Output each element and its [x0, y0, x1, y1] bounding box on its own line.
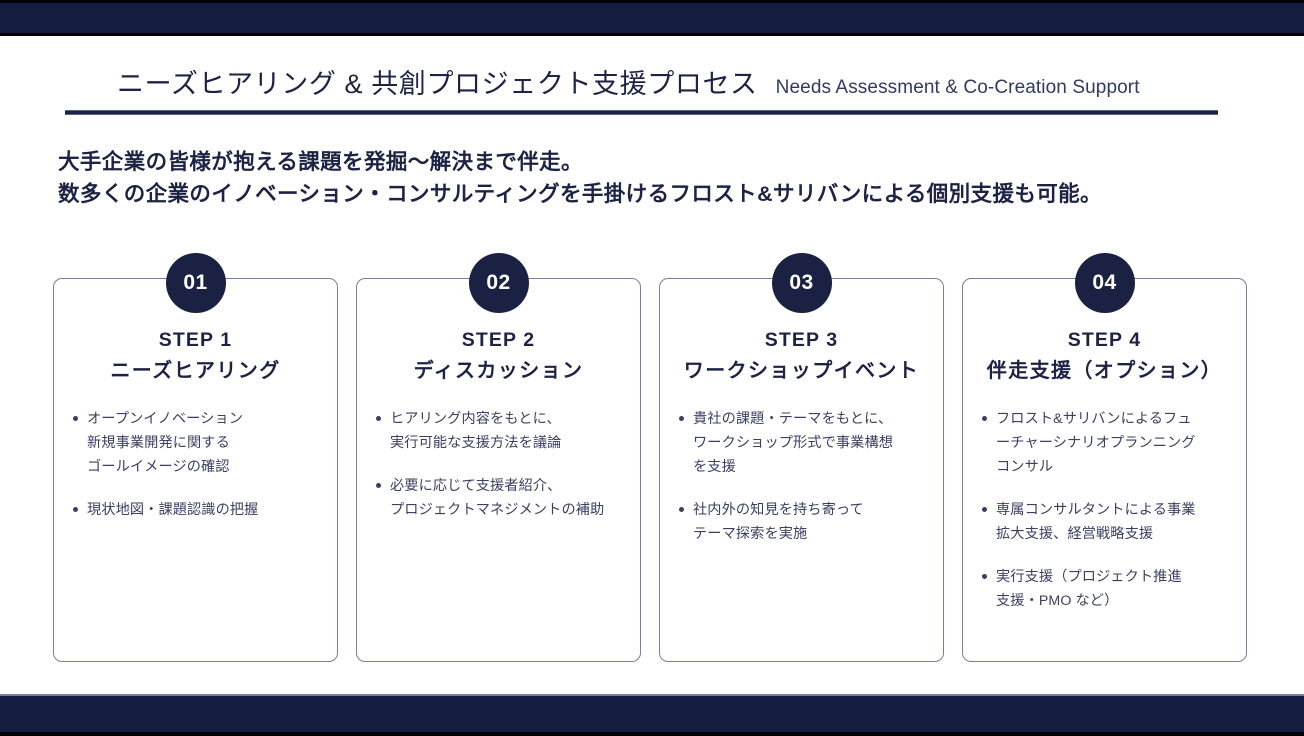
list-item: 実行支援（プロジェクト推進 支援・PMO など） — [979, 565, 1232, 613]
step-heading: STEP 1 ニーズヒアリング — [54, 327, 337, 387]
step-bullet-list: 貴社の課題・テーマをもとに、 ワークショップ形式で事業構想 を支援 社内外の知見… — [660, 407, 943, 546]
lead-copy: 大手企業の皆様が抱える課題を発掘〜解決まで伴走。 数多くの企業のイノベーション・… — [58, 146, 1278, 210]
page-title-english: Needs Assessment & Co-Creation Support — [775, 77, 1140, 98]
step-name: ディスカッション — [413, 360, 584, 382]
bullet-line: ワークショップ形式で事業構想 — [693, 435, 894, 451]
list-item: ヒアリング内容をもとに、 実行可能な支援方法を議論 — [373, 407, 626, 455]
step-number-badge: 03 — [771, 253, 832, 313]
bullet-line: 必要に応じて支援者紹介、 — [390, 478, 562, 494]
bullet-line: フロスト&サリバンによるフュ — [996, 411, 1192, 427]
step-card-1[interactable]: 01 STEP 1 ニーズヒアリング オープンイノベーション 新規事業開発に関す… — [53, 253, 338, 662]
bullet-line: 拡大支援、経営戦略支援 — [996, 526, 1154, 542]
page-title-japanese: ニーズヒアリング & 共創プロジェクト支援プロセス — [117, 69, 758, 99]
bullet-line: コンサル — [996, 459, 1054, 475]
bullet-line: 新規事業開発に関する — [87, 435, 230, 451]
list-item: 必要に応じて支援者紹介、 プロジェクトマネジメントの補助 — [373, 474, 626, 522]
bullet-line: 実行支援（プロジェクト推進 — [996, 569, 1182, 585]
bullet-line: 支援・PMO など） — [996, 593, 1119, 609]
bullet-line: プロジェクトマネジメントの補助 — [390, 502, 605, 518]
slide-header: ニーズヒアリング & 共創プロジェクト支援プロセス Needs Assessme… — [65, 62, 1220, 115]
list-item: 現状地図・課題認識の把握 — [70, 498, 323, 522]
step-label: STEP 2 — [461, 329, 536, 351]
step-number-badge: 01 — [165, 253, 226, 313]
step-number-badge: 02 — [468, 253, 529, 313]
step-label: STEP 3 — [764, 329, 839, 351]
step-bullet-list: フロスト&サリバンによるフュ ーチャーシナリオプランニング コンサル 専属コンサ… — [963, 407, 1246, 613]
list-item: オープンイノベーション 新規事業開発に関する ゴールイメージの確認 — [70, 407, 323, 479]
bullet-line: 専属コンサルタントによる事業 — [996, 502, 1196, 518]
list-item: 専属コンサルタントによる事業 拡大支援、経営戦略支援 — [979, 498, 1232, 546]
step-label: STEP 4 — [1067, 329, 1142, 351]
step-number-badge: 04 — [1074, 253, 1135, 313]
step-label: STEP 1 — [158, 329, 233, 351]
list-item: 社内外の知見を持ち寄って テーマ探索を実施 — [676, 498, 929, 546]
bullet-line: ーチャーシナリオプランニング — [996, 435, 1196, 451]
bullet-line: 社内外の知見を持ち寄って — [693, 502, 864, 518]
bullet-line: 現状地図・課題認識の把握 — [87, 502, 259, 518]
step-name: ニーズヒアリング — [110, 360, 281, 382]
bullet-line: ヒアリング内容をもとに、 — [390, 411, 561, 427]
step-card-2[interactable]: 02 STEP 2 ディスカッション ヒアリング内容をもとに、 実行可能な支援方… — [356, 253, 641, 662]
step-heading: STEP 2 ディスカッション — [357, 327, 640, 387]
step-bullet-list: ヒアリング内容をもとに、 実行可能な支援方法を議論 必要に応じて支援者紹介、 プ… — [357, 407, 640, 522]
bullet-line: テーマ探索を実施 — [693, 526, 808, 542]
bullet-line: 実行可能な支援方法を議論 — [390, 435, 562, 451]
bullet-line: オープンイノベーション — [87, 411, 244, 427]
bullet-line: を支援 — [693, 459, 736, 475]
bullet-line: 貴社の課題・テーマをもとに、 — [693, 411, 893, 427]
lead-line-1: 大手企業の皆様が抱える課題を発掘〜解決まで伴走。 — [58, 150, 583, 174]
title-underline-rule — [65, 110, 1218, 115]
top-decorative-band — [0, 0, 1304, 36]
step-name: ワークショップイベント — [683, 360, 920, 382]
bullet-line: ゴールイメージの確認 — [87, 459, 230, 475]
step-name: 伴走支援（オプション） — [986, 360, 1223, 382]
header-title-row: ニーズヒアリング & 共創プロジェクト支援プロセス Needs Assessme… — [65, 62, 1220, 101]
step-heading: STEP 3 ワークショップイベント — [660, 327, 943, 387]
list-item: フロスト&サリバンによるフュ ーチャーシナリオプランニング コンサル — [979, 407, 1232, 479]
step-card-4[interactable]: 04 STEP 4 伴走支援（オプション） フロスト&サリバンによるフュ ーチャ… — [962, 253, 1247, 662]
step-card-3[interactable]: 03 STEP 3 ワークショップイベント 貴社の課題・テーマをもとに、 ワーク… — [659, 253, 944, 662]
step-bullet-list: オープンイノベーション 新規事業開発に関する ゴールイメージの確認 現状地図・課… — [54, 407, 337, 522]
bottom-decorative-band — [0, 694, 1304, 736]
lead-line-2: 数多くの企業のイノベーション・コンサルティングを手掛けるフロスト&サリバンによる… — [58, 182, 1102, 206]
list-item: 貴社の課題・テーマをもとに、 ワークショップ形式で事業構想 を支援 — [676, 407, 929, 479]
process-steps-container: 01 STEP 1 ニーズヒアリング オープンイノベーション 新規事業開発に関す… — [53, 253, 1253, 662]
step-heading: STEP 4 伴走支援（オプション） — [963, 327, 1246, 387]
